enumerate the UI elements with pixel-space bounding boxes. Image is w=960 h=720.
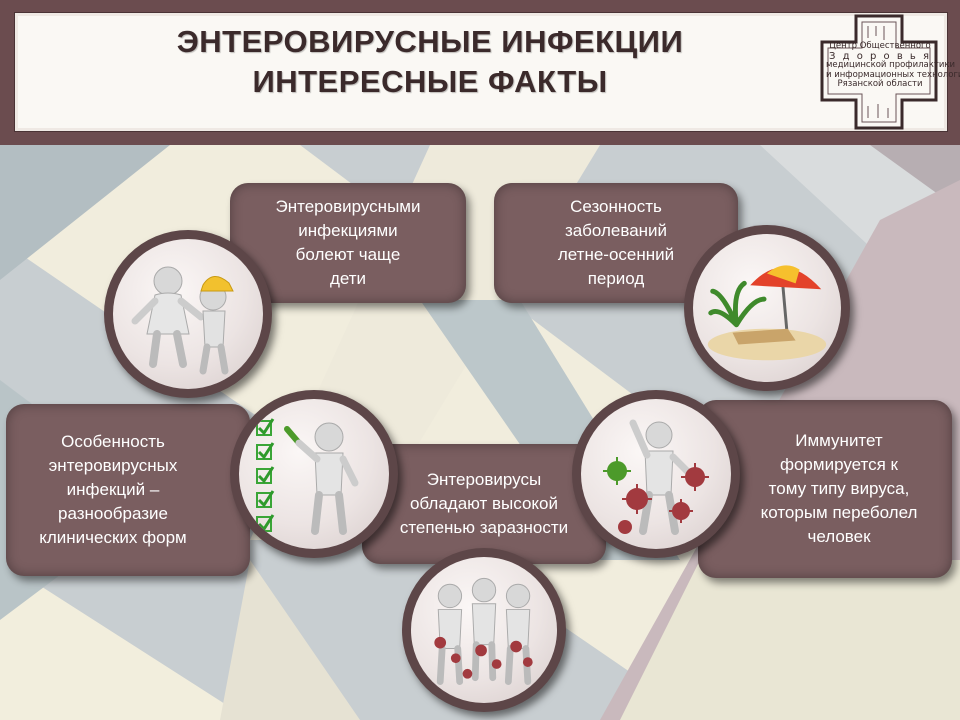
beach-umbrella-icon	[707, 265, 827, 361]
fact-text-clinical: Особенность энтеровирусных инфекций – ра…	[39, 432, 187, 547]
page-title: ЭНТЕРОВИРУСНЫЕ ИНФЕКЦИИ ИНТЕРЕСНЫЕ ФАКТЫ	[70, 22, 790, 102]
logo-line-5: Рязанской области	[837, 79, 923, 89]
logo-line-4: и информационных технологий	[826, 69, 960, 80]
fact-card-clinical: Особенность энтеровирусных инфекций – ра…	[6, 404, 250, 576]
logo-line-2: З д о р о в ь я	[829, 50, 931, 62]
checklist-figure-icon	[256, 418, 359, 535]
circle-clinical	[230, 390, 398, 558]
logo-line-1: Центр Общественного	[829, 41, 931, 51]
children-figures-icon	[131, 266, 234, 375]
header-frame: ЭНТЕРОВИРУСНЫЕ ИНФЕКЦИИ ИНТЕРЕСНЫЕ ФАКТЫ…	[0, 0, 960, 145]
fact-card-immunity: Иммунитет формируется к тому типу вируса…	[698, 400, 952, 578]
circle-immunity	[572, 390, 740, 558]
fact-card-contagious: Энтеровирусы обладают высокой степенью з…	[362, 444, 606, 564]
fact-card-children: Энтеровирусными инфекциями болеют чаще д…	[230, 183, 466, 303]
logo-caption: Центр Общественного З д о р о в ь я меди…	[826, 41, 960, 90]
fact-text-children: Энтеровирусными инфекциями болеют чаще д…	[275, 197, 421, 288]
cross-logo-icon	[820, 14, 938, 130]
title-line-2: ИНТЕРЕСНЫЕ ФАКТЫ	[252, 64, 608, 99]
logo-line-3: медицинской профилактики	[826, 60, 955, 70]
fact-text-contagious: Энтеровирусы обладают высокой степенью з…	[399, 470, 569, 537]
fact-text-season: Сезонность заболеваний летне-осенний пер…	[557, 197, 675, 288]
circle-children	[104, 230, 272, 398]
virus-figure-icon	[603, 419, 709, 535]
header-panel	[14, 12, 948, 132]
infected-group-icon	[434, 577, 533, 685]
fact-text-immunity: Иммунитет формируется к тому типу вируса…	[760, 431, 918, 546]
circle-contagious	[402, 548, 566, 712]
title-line-1: ЭНТЕРОВИРУСНЫЕ ИНФЕКЦИИ	[176, 24, 684, 59]
organization-logo: Центр Общественного З д о р о в ь я меди…	[818, 14, 960, 130]
circle-season	[684, 225, 850, 391]
